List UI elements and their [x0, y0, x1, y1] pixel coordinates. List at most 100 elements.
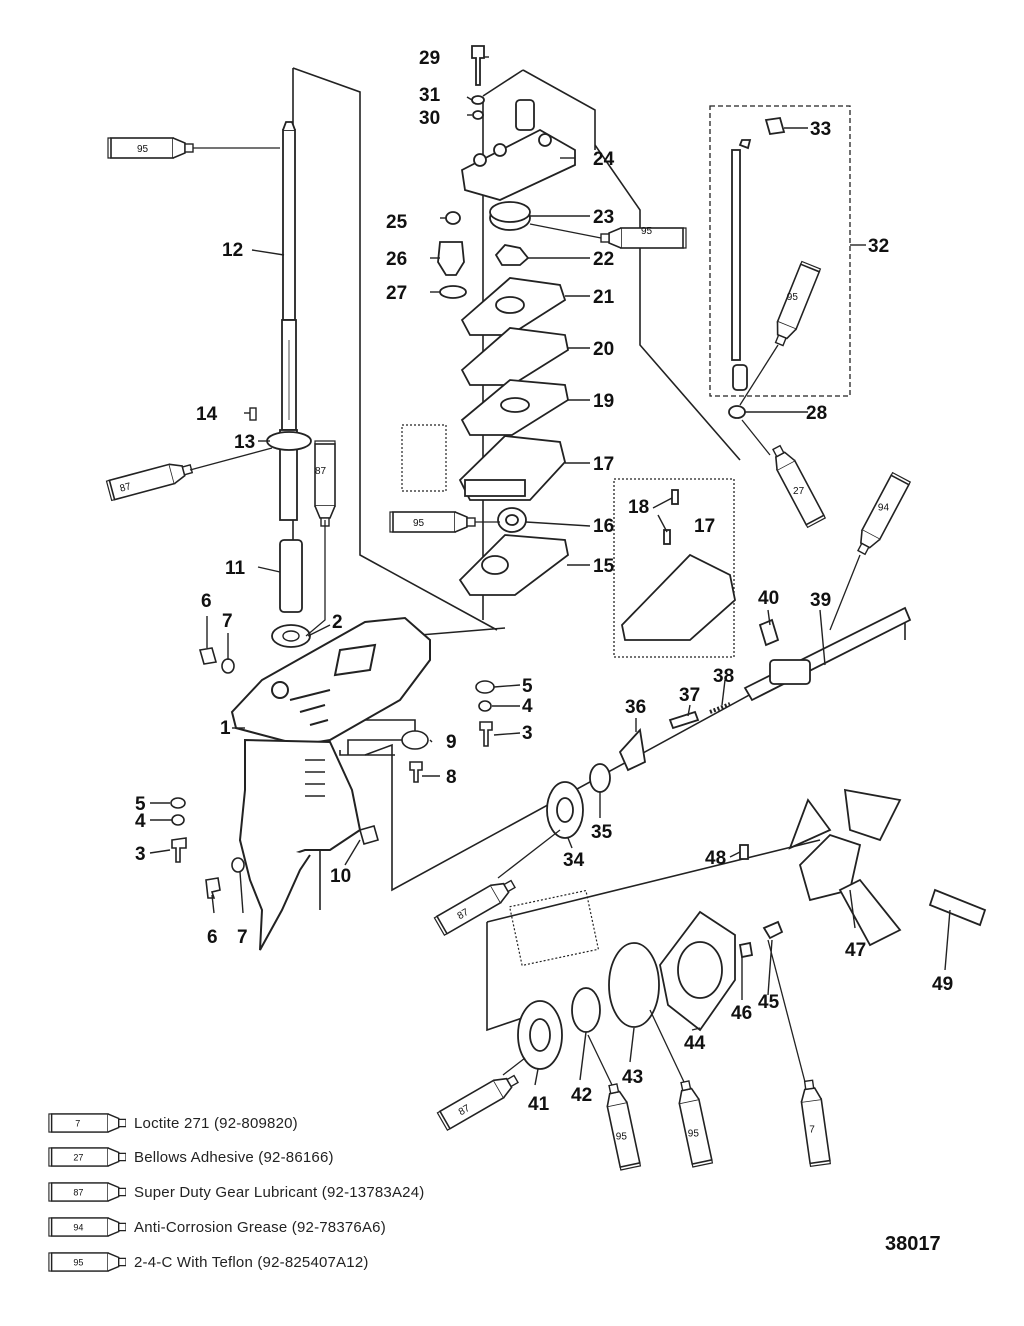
kit-box-left [401, 424, 447, 492]
label-44: 44 [684, 1033, 706, 1054]
label-24: 24 [593, 149, 615, 170]
inset-base-17 [621, 489, 736, 641]
gear-housing [230, 616, 431, 951]
label-38: 38 [713, 666, 734, 687]
legend-text: Anti-Corrosion Grease (92-78376A6) [134, 1218, 386, 1236]
label-4b: 4 [522, 696, 533, 717]
label-21: 21 [593, 287, 615, 308]
label-31: 31 [419, 85, 441, 106]
leader-lines [149, 56, 951, 1086]
label-42: 42 [571, 1085, 592, 1106]
legend-text: Loctite 271 (92-809820) [134, 1114, 298, 1132]
lubricant-tube-94: 94 [851, 471, 912, 558]
svg-text:94: 94 [73, 1223, 83, 1233]
svg-text:87: 87 [456, 907, 472, 922]
svg-text:95: 95 [641, 226, 653, 237]
svg-text:95: 95 [413, 518, 425, 529]
label-41: 41 [528, 1094, 550, 1115]
lubricant-tube-27: 27 [766, 442, 827, 529]
prop-end-parts [517, 788, 987, 1070]
legend-text: Bellows Adhesive (92-86166) [134, 1148, 334, 1166]
legend-row-87: 87 Super Duty Gear Lubricant (92-13783A2… [48, 1179, 424, 1205]
label-14: 14 [196, 404, 218, 425]
lubricant-tube-7: 7 [797, 1078, 832, 1168]
propshaft-parts [546, 606, 912, 839]
legend-row-7: 7 Loctite 271 (92-809820) [48, 1110, 298, 1136]
svg-text:27: 27 [73, 1153, 83, 1163]
svg-text:95: 95 [688, 1129, 700, 1140]
label-20: 20 [593, 339, 614, 360]
label-6: 6 [201, 591, 212, 612]
lubricant-tube-95-pickup: 95 [769, 260, 822, 349]
svg-text:94: 94 [878, 502, 890, 513]
label-16: 16 [593, 516, 614, 537]
lubricant-tube-87-vertical: 87 [314, 440, 336, 527]
svg-text:87: 87 [119, 481, 133, 495]
right-hardware [401, 680, 495, 783]
label-5: 5 [135, 794, 146, 815]
label-13: 13 [234, 432, 255, 453]
label-1: 1 [220, 718, 231, 739]
lubricant-tube-87-left: 87 [105, 458, 195, 502]
left-hardware [170, 647, 379, 899]
label-32: 32 [868, 236, 889, 257]
driveshaft [279, 121, 298, 521]
svg-text:95: 95 [787, 292, 799, 303]
lubricant-tube-95-top: 95 [107, 137, 194, 159]
lubricant-tube-95-bearing: 95 [602, 1081, 642, 1171]
label-25: 25 [386, 212, 408, 233]
legend-row-95: 95 2-4-C With Teflon (92-825407A12) [48, 1249, 369, 1275]
label-48: 48 [705, 848, 726, 869]
svg-text:87: 87 [315, 466, 327, 477]
legend-row-27: 27 Bellows Adhesive (92-86166) [48, 1144, 334, 1170]
svg-text:7: 7 [809, 1124, 815, 1135]
label-29: 29 [419, 48, 440, 69]
label-37: 37 [679, 685, 700, 706]
label-35: 35 [591, 822, 613, 843]
water-pump-parts [437, 45, 576, 596]
label-30: 30 [419, 108, 440, 129]
svg-text:7: 7 [75, 1119, 80, 1129]
legend-tube-icon: 87 [48, 1182, 126, 1202]
label-26: 26 [386, 249, 407, 270]
label-5b: 5 [522, 676, 533, 697]
label-9: 9 [446, 732, 457, 753]
lubricant-tube-95-oring: 95 [674, 1078, 714, 1168]
label-3b: 3 [522, 723, 533, 744]
label-15: 15 [593, 556, 615, 577]
label-36: 36 [625, 697, 646, 718]
label-22: 22 [593, 249, 614, 270]
label-11: 11 [225, 558, 246, 579]
label-17: 17 [593, 454, 614, 475]
label-3: 3 [135, 844, 146, 865]
label-23: 23 [593, 207, 614, 228]
svg-text:95: 95 [137, 144, 149, 155]
water-tube [728, 116, 786, 419]
label-4: 4 [135, 811, 146, 832]
bearing-13 [266, 431, 312, 451]
label-17b: 17 [694, 516, 715, 537]
inset-box [613, 478, 735, 658]
label-47: 47 [845, 940, 866, 961]
legend-tube-icon: 94 [48, 1217, 126, 1237]
svg-text:95: 95 [73, 1258, 83, 1268]
label-19: 19 [593, 391, 614, 412]
svg-text:95: 95 [616, 1132, 628, 1143]
label-45: 45 [758, 992, 780, 1013]
label-28: 28 [806, 403, 827, 424]
lubricant-tube-87-propshaft: 87 [433, 874, 519, 936]
label-27: 27 [386, 283, 407, 304]
document-number: 38017 [885, 1233, 941, 1255]
bearing-2 [271, 624, 311, 648]
label-46: 46 [731, 1003, 752, 1024]
lubricant-tube-95-seal: 95 [389, 511, 476, 533]
label-8: 8 [446, 767, 457, 788]
legend-text: 2-4-C With Teflon (92-825407A12) [134, 1253, 369, 1271]
pickup-assembly-box [709, 105, 851, 397]
lubricant-tube-95-pump: 95 [600, 226, 687, 249]
label-7: 7 [222, 611, 233, 632]
legend-row-94: 94 Anti-Corrosion Grease (92-78376A6) [48, 1214, 386, 1240]
label-34: 34 [563, 850, 585, 871]
legend-tube-icon: 7 [48, 1113, 126, 1133]
